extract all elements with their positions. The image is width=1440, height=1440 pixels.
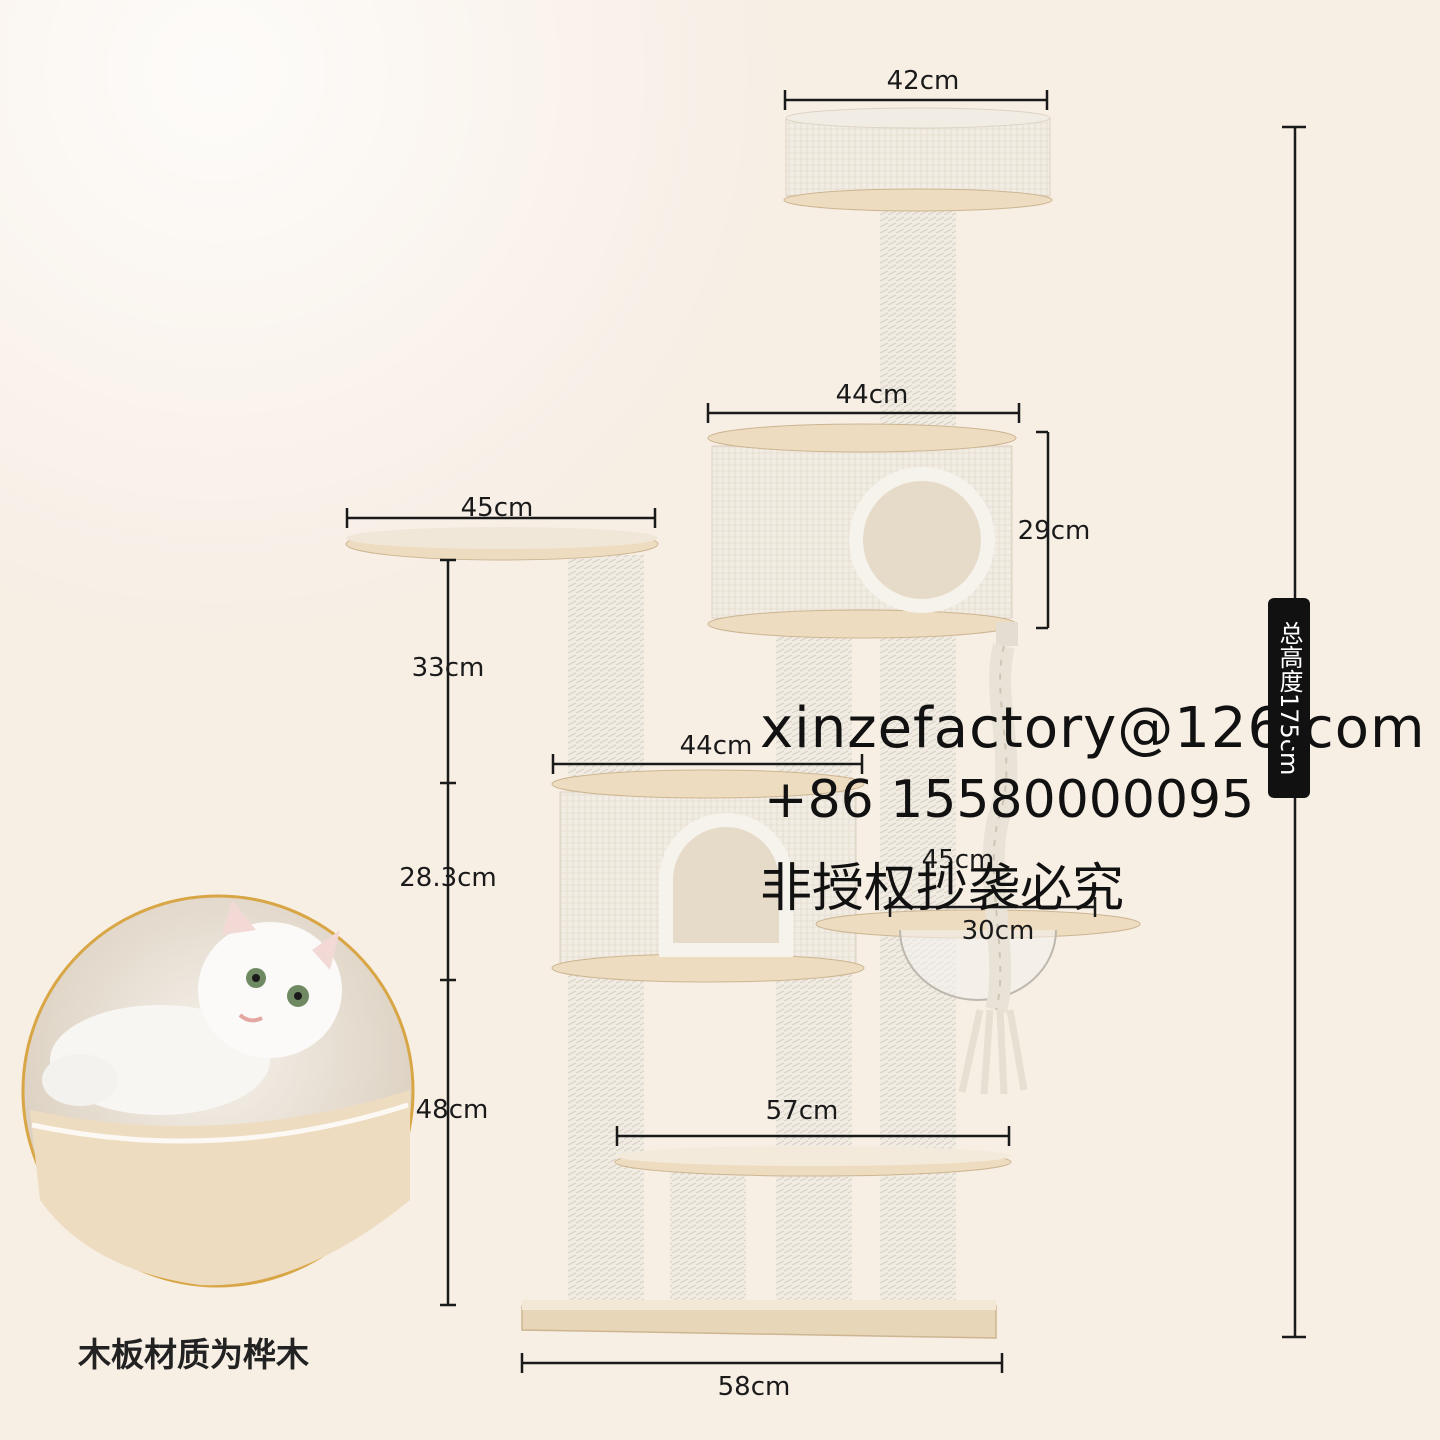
label-upper-condo-height: 29cm: [1017, 516, 1091, 546]
label-bottom-post-height: 48cm: [415, 1095, 489, 1125]
label-total-height: 总高度175cm: [1268, 598, 1310, 798]
label-left-post-height: 33cm: [411, 653, 485, 683]
label-bowl-width: 30cm: [961, 916, 1035, 946]
top-perch: [783, 107, 1053, 212]
label-left-platform-width: 45cm: [460, 493, 534, 523]
middle-condo: [551, 769, 865, 983]
label-middle-condo-height: 28.3cm: [399, 863, 497, 893]
watermark-phone: +86 15580000095: [764, 770, 1255, 830]
label-upper-condo-width: 44cm: [835, 380, 909, 410]
label-middle-condo-width: 44cm: [679, 731, 753, 761]
label-side-platform-width: 45cm: [921, 845, 995, 875]
side-platform-bowl: [815, 909, 1141, 1001]
cat-inset-photo: [21, 894, 415, 1288]
watermark-notice: 非授权抄袭必究: [760, 859, 1125, 919]
watermark-email: xinzefactory@126.com: [760, 696, 1426, 761]
base-board: [521, 1300, 997, 1339]
label-base-width: 58cm: [717, 1372, 791, 1402]
upper-condo: [707, 423, 1017, 639]
left-platform: [345, 527, 659, 561]
lower-platform: [614, 1146, 1012, 1177]
material-caption: 木板材质为桦木: [78, 1335, 309, 1374]
rope-toy: [958, 622, 1028, 1095]
label-lower-platform-width: 57cm: [765, 1096, 839, 1126]
label-top-perch-width: 42cm: [886, 66, 960, 96]
